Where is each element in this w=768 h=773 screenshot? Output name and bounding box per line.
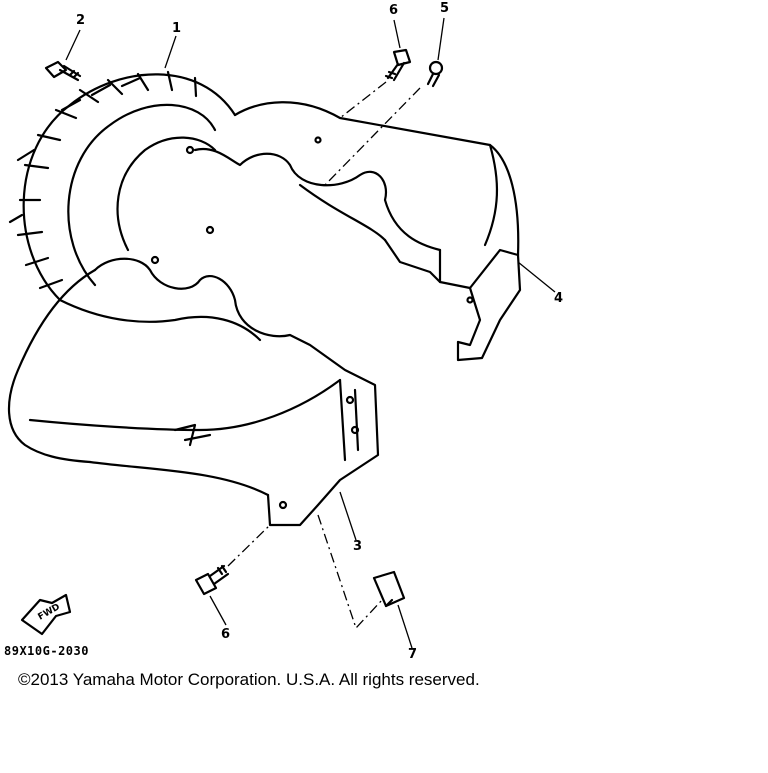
callout-6-top: 6	[389, 3, 399, 18]
callout-7: 7	[408, 647, 418, 662]
callout-5: 5	[440, 1, 450, 16]
copyright-notice: ©2013 Yamaha Motor Corporation. U.S.A. A…	[18, 670, 480, 689]
screw-part-5	[426, 60, 444, 88]
callout-2: 2	[76, 13, 86, 28]
callout-4: 4	[554, 291, 564, 306]
bolt-part-6-top	[384, 48, 412, 82]
fwd-arrow-icon	[20, 593, 72, 636]
fwd-label: FWD	[37, 602, 62, 622]
air-shroud-front-part	[7, 257, 380, 527]
bolt-part-2	[44, 60, 82, 82]
part-number-label: 89X10G-2030	[4, 644, 89, 658]
bolt-part-6-bottom	[194, 564, 230, 596]
air-shroud-rear-part	[193, 101, 522, 362]
callout-6-bottom: 6	[221, 627, 231, 642]
flywheel-fan-part	[8, 70, 237, 302]
callout-3: 3	[353, 539, 363, 554]
callout-1: 1	[172, 21, 182, 36]
leader-lines	[65, 17, 556, 649]
clip-part-7	[372, 570, 406, 608]
